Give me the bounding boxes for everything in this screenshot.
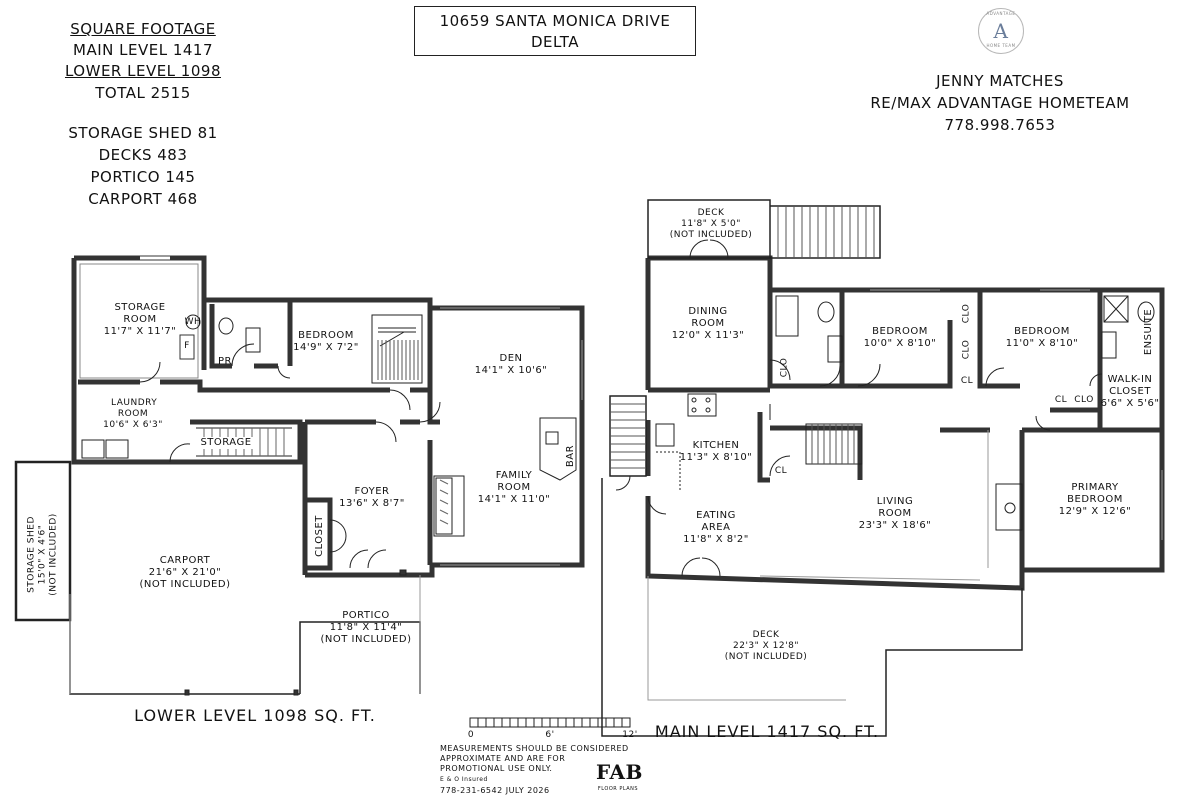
fab-logo: FAB [596, 760, 643, 784]
logo-text-top: ADVANTAGE [986, 11, 1016, 16]
agent-phone: 778.998.7653 [944, 116, 1056, 134]
water-heater-label: WH [184, 317, 202, 327]
main-level-total: MAIN LEVEL 1417 [73, 41, 213, 59]
disclaimer-line-2: APPROXIMATE AND ARE FOR [440, 754, 566, 763]
closet-6-label: CLO [1074, 395, 1094, 405]
closet-7-label: CL [774, 466, 788, 476]
closet-5-label: CL [1054, 395, 1068, 405]
closet-1-label: CLO [779, 357, 790, 378]
closet-2-label: CLO [961, 303, 972, 324]
scale-bar [469, 717, 631, 728]
bar-label: BAR [565, 444, 576, 468]
agent-name: JENNY MATCHES [936, 72, 1064, 90]
portico-footage: PORTICO 145 [90, 168, 196, 186]
scale-label-0: 0 [467, 730, 475, 740]
main-level-walls [645, 255, 1165, 591]
storage-shed-footage: STORAGE SHED 81 [68, 124, 218, 142]
agency-logo: ADVANTAGE A HOME TEAM [978, 8, 1024, 54]
ensuite-label: ENSUITE [1143, 308, 1154, 356]
agency-name: RE/MAX ADVANTAGE HOMETEAM [870, 94, 1130, 112]
insured-note: E & O Insured [440, 776, 488, 783]
disclaimer-line-3: PROMOTIONAL USE ONLY. [440, 764, 553, 773]
powder-room-label: PR [218, 356, 232, 367]
closet-label: CLOSET [314, 515, 325, 557]
closet-4-label: CL [960, 376, 974, 386]
scale-label-6: 6' [545, 730, 555, 740]
fab-logo-subtitle: FLOOR PLANS [597, 786, 639, 792]
address-line1: 10659 SANTA MONICA DRIVE [439, 12, 671, 30]
logo-letter: A [993, 19, 1009, 43]
carport-footage: CARPORT 468 [88, 190, 198, 208]
logo-text-bottom: HOME TEAM [986, 43, 1016, 48]
lower-level-total: LOWER LEVEL 1098 [64, 62, 221, 80]
address-line2: DELTA [530, 33, 580, 51]
decks-footage: DECKS 483 [98, 146, 188, 164]
storage-under-stairs-label: STORAGE [196, 437, 256, 449]
scale-label-12: 12' [622, 730, 638, 740]
closet-3-label: CLO [961, 339, 972, 360]
furnace-label: F [184, 341, 190, 351]
square-footage-title: SQUARE FOOTAGE [70, 20, 216, 38]
main-level-title: MAIN LEVEL 1417 SQ. FT. [654, 722, 880, 741]
contact-date: 778-231-6542 JULY 2026 [440, 786, 550, 795]
total-footage: TOTAL 2515 [95, 84, 191, 102]
lower-level-title: LOWER LEVEL 1098 SQ. FT. [134, 706, 376, 725]
disclaimer-line-1: MEASUREMENTS SHOULD BE CONSIDERED [440, 744, 629, 753]
address-box [414, 6, 696, 56]
